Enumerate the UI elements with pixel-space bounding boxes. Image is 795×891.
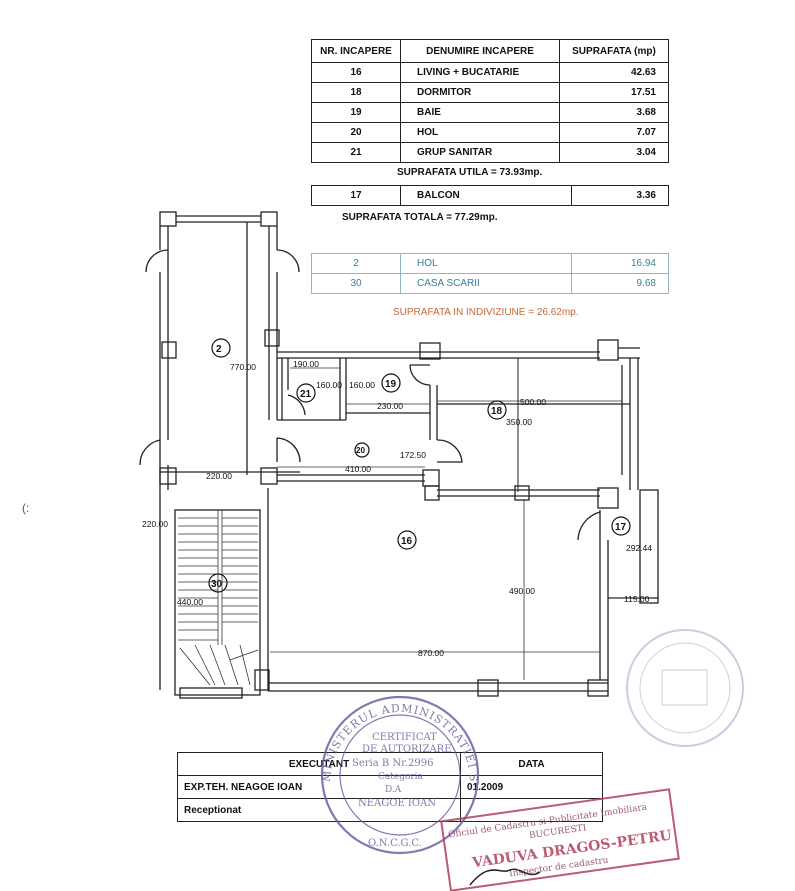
table-row: 18 DORMITOR 17.51 bbox=[311, 82, 669, 103]
dimension-lines bbox=[270, 367, 650, 680]
dimension-label: 292.44 bbox=[626, 543, 652, 553]
dimension-label: 500.00 bbox=[520, 397, 546, 407]
dimension-label: 220.00 bbox=[142, 519, 168, 529]
table-row: 21 GRUP SANITAR 3.04 bbox=[311, 142, 669, 163]
room-marker-19 bbox=[381, 373, 401, 393]
door-swing bbox=[577, 510, 601, 541]
executant-date: 01.2009 bbox=[460, 775, 603, 799]
room-number: 30 bbox=[211, 579, 223, 590]
room-marker-17 bbox=[611, 516, 631, 536]
dimension-label: 220.00 bbox=[206, 471, 232, 481]
data-label: DATA bbox=[460, 752, 603, 776]
room-number: 21 bbox=[300, 389, 312, 400]
receptionat-label: Receptionat bbox=[177, 798, 461, 822]
wall-pillar bbox=[419, 342, 441, 360]
dimension-label: 190.00 bbox=[293, 359, 319, 369]
dimension-label: 870.00 bbox=[418, 648, 444, 658]
table-row: 17 BALCON 3.36 bbox=[311, 185, 669, 206]
door-swing bbox=[276, 437, 301, 463]
table-row: 2 HOL 16.94 bbox=[311, 253, 669, 274]
common-table: 2 HOL 16.94 30 CASA SCARII 9.68 bbox=[311, 253, 669, 294]
dimension-label: 350.00 bbox=[506, 417, 532, 427]
door-swing bbox=[268, 249, 300, 273]
wall-pillar bbox=[159, 211, 177, 227]
room-area: 3.04 bbox=[559, 142, 669, 163]
door-swing bbox=[145, 249, 169, 273]
door-swing bbox=[436, 439, 463, 463]
stair-treads bbox=[178, 510, 259, 686]
room-number: 19 bbox=[385, 379, 397, 390]
balcony-outline bbox=[639, 489, 659, 604]
room-marker-16 bbox=[397, 530, 417, 550]
table-row: 30 CASA SCARII 9.68 bbox=[311, 273, 669, 294]
door-swing bbox=[409, 364, 431, 386]
executant-label: EXECUTANT bbox=[177, 752, 461, 776]
dimension-label: 160.00 bbox=[316, 380, 342, 390]
suprafata-totala: SUPRAFATA TOTALA = 77.29mp. bbox=[342, 212, 498, 223]
table-row: Receptionat bbox=[177, 798, 603, 822]
suprafata-utila: SUPRAFATA UTILA = 73.93mp. bbox=[397, 167, 543, 178]
room-marker-20 bbox=[354, 442, 370, 458]
dimension-label: 440.00 bbox=[177, 597, 203, 607]
wall-pillar bbox=[597, 339, 619, 361]
room-number: 17 bbox=[615, 522, 627, 533]
door-swing bbox=[287, 394, 306, 416]
dimension-label: 115.00 bbox=[624, 594, 650, 604]
table-row: EXECUTANT DATA bbox=[177, 752, 603, 776]
balcon-table: 17 BALCON 3.36 bbox=[311, 185, 669, 206]
margin-mark: (: bbox=[22, 501, 29, 515]
wall-pillar bbox=[260, 211, 278, 227]
receptionat-value bbox=[460, 798, 603, 822]
room-number: 2 bbox=[216, 344, 222, 355]
common-area: 9.68 bbox=[571, 273, 669, 294]
dimension-label: 230.00 bbox=[377, 401, 403, 411]
rooms-table: NR. INCAPERE DENUMIRE INCAPERE SUPRAFATA… bbox=[311, 39, 669, 163]
room-number: 18 bbox=[491, 406, 503, 417]
room-number: 16 bbox=[401, 536, 413, 547]
balcon-area: 3.36 bbox=[571, 185, 669, 206]
dimension-label: 770.00 bbox=[230, 362, 256, 372]
common-name: CASA SCARII bbox=[400, 273, 572, 294]
dimension-label: 160.00 bbox=[349, 380, 375, 390]
room-marker-18 bbox=[487, 400, 507, 420]
table-row: 19 BAIE 3.68 bbox=[311, 102, 669, 123]
common-nr: 30 bbox=[311, 273, 401, 294]
room-marker-21 bbox=[296, 383, 316, 403]
table-row: EXP.TEH. NEAGOE IOAN 01.2009 bbox=[177, 775, 603, 799]
suprafata-indiviziune: SUPRAFATA IN INDIVIZIUNE = 26.62mp. bbox=[393, 307, 579, 318]
faded-seal bbox=[626, 629, 744, 747]
room-marker-2 bbox=[211, 338, 231, 358]
room-name: GRUP SANITAR bbox=[400, 142, 560, 163]
dimension-label: 410.00 bbox=[345, 464, 371, 474]
executant-table: EXECUTANT DATA EXP.TEH. NEAGOE IOAN 01.2… bbox=[177, 752, 603, 822]
room-marker-30 bbox=[208, 573, 228, 593]
dimension-label: 490.00 bbox=[509, 586, 535, 596]
door-swing bbox=[139, 439, 161, 466]
room-number: 20 bbox=[356, 446, 365, 455]
executant-name: EXP.TEH. NEAGOE IOAN bbox=[177, 775, 461, 799]
dimension-label: 172.50 bbox=[400, 450, 426, 460]
